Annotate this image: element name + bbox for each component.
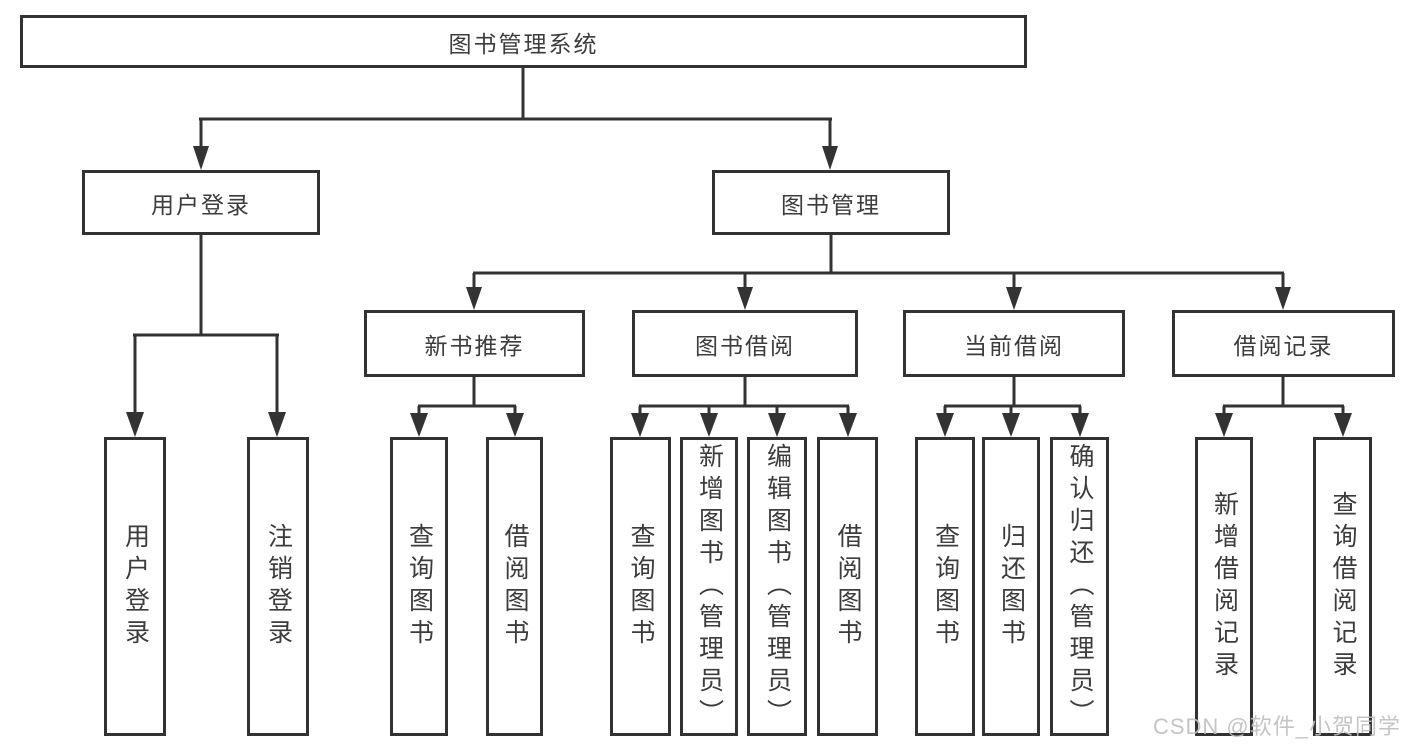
node-label: 新增图书（管理员）: [695, 442, 724, 731]
leaf-edit-book-admin: 编辑图书（管理员）: [747, 437, 807, 736]
node-label: 借阅图书: [501, 522, 529, 651]
leaf-borrow-books-1: 借阅图书: [486, 437, 543, 736]
node-label: 新增借阅记录: [1210, 490, 1239, 683]
node-label: 编辑图书（管理员）: [763, 442, 792, 731]
node-label: 查询借阅记录: [1329, 490, 1357, 683]
node-new-book-recommend: 新书推荐: [364, 310, 585, 377]
node-label: 当前借阅: [964, 332, 1064, 359]
leaf-logout: 注销登录: [247, 437, 309, 736]
node-label: 查询图书: [627, 522, 655, 651]
leaf-borrow-books-2: 借阅图书: [817, 437, 878, 736]
node-book-borrow: 图书借阅: [632, 310, 858, 377]
node-user-login: 用户登录: [82, 170, 320, 235]
node-book-management: 图书管理: [712, 170, 950, 235]
node-label: 用户登录: [121, 522, 150, 651]
node-root: 图书管理系统: [20, 15, 1027, 68]
node-label: 新书推荐: [424, 332, 525, 359]
leaf-query-books-3: 查询图书: [915, 437, 975, 736]
leaf-confirm-return-admin: 确认归还（管理员）: [1050, 437, 1109, 736]
leaf-add-borrow-record: 新增借阅记录: [1195, 437, 1253, 736]
leaf-query-borrow-record: 查询借阅记录: [1313, 437, 1372, 736]
node-label: 注销登录: [264, 522, 293, 651]
node-borrow-record: 借阅记录: [1172, 310, 1395, 377]
leaf-query-books-1: 查询图书: [390, 437, 448, 736]
node-label: 图书借阅: [695, 332, 795, 359]
node-label: 用户登录: [151, 191, 251, 218]
node-label: 归还图书: [997, 522, 1026, 651]
leaf-user-login: 用户登录: [104, 437, 166, 736]
node-label: 查询图书: [931, 522, 960, 651]
leaf-query-books-2: 查询图书: [610, 437, 671, 736]
csdn-watermark: CSDN @软件_小贺同学: [1152, 714, 1401, 739]
node-label: 图书管理系统: [448, 30, 599, 57]
node-label: 借阅图书: [834, 522, 862, 651]
node-label: 借阅记录: [1233, 332, 1334, 359]
leaf-add-book-admin: 新增图书（管理员）: [680, 437, 738, 736]
node-label: 图书管理: [781, 191, 881, 218]
node-label: 确认归还（管理员）: [1066, 442, 1094, 731]
node-current-borrow: 当前借阅: [903, 310, 1125, 377]
leaf-return-book: 归还图书: [982, 437, 1040, 736]
node-label: 查询图书: [405, 522, 434, 651]
